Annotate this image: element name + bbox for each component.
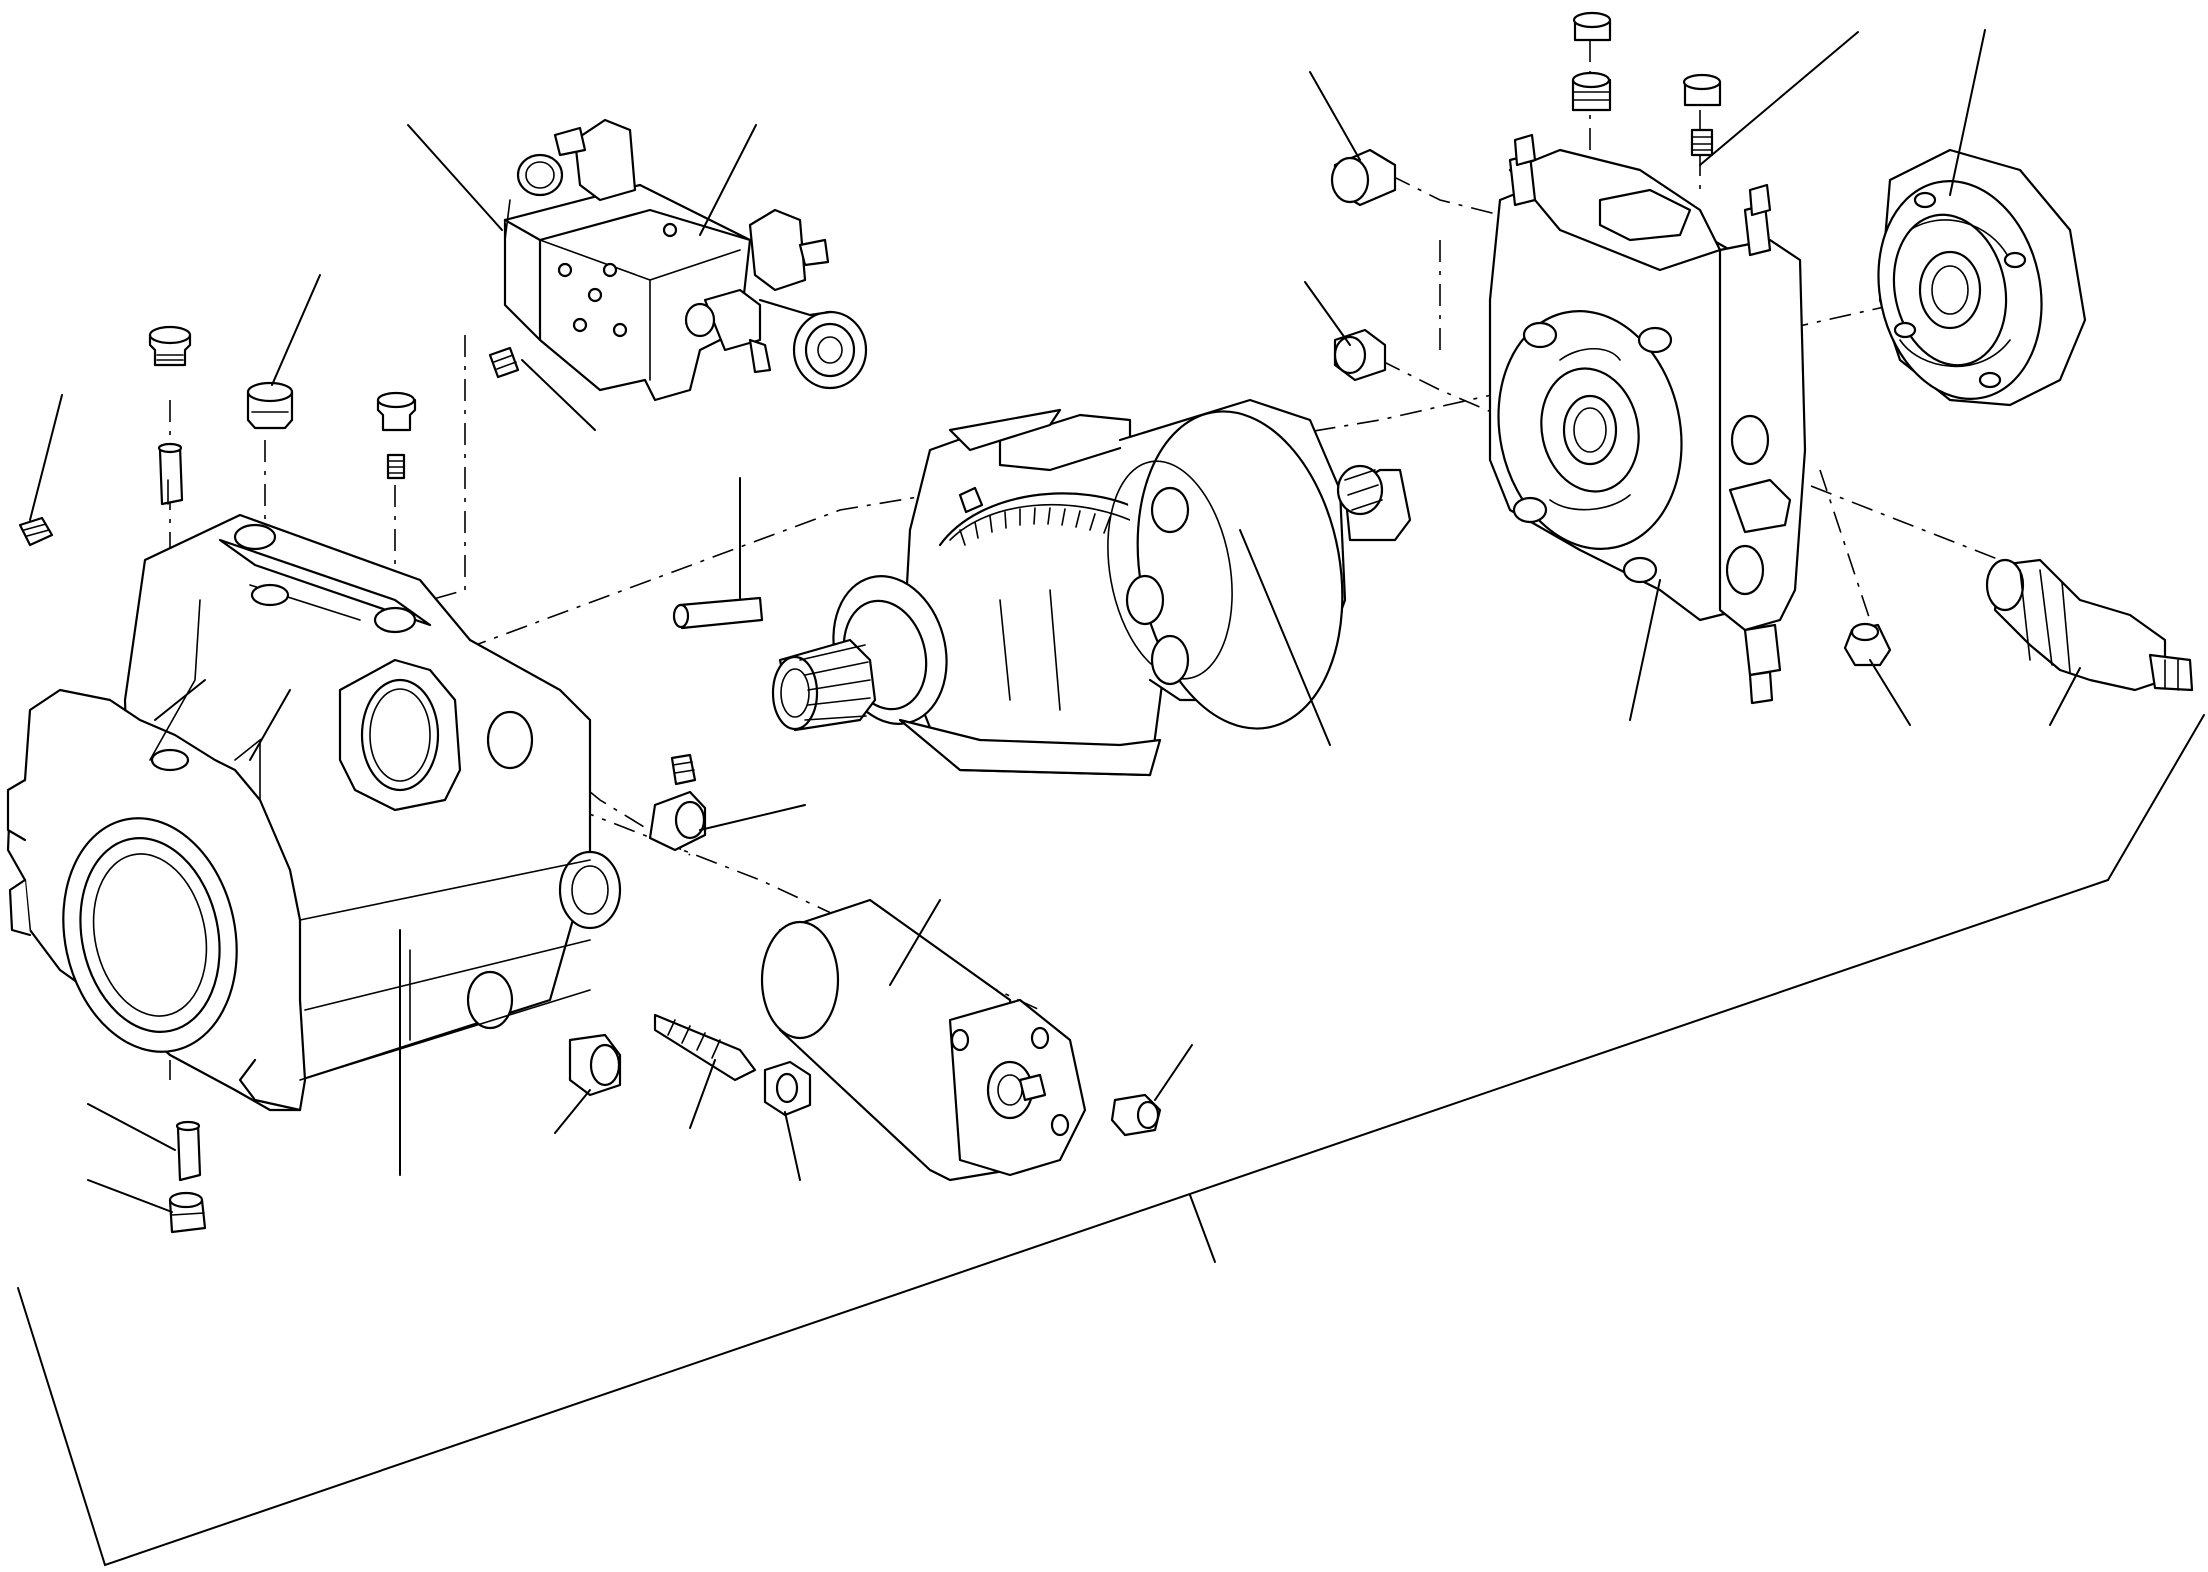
plug-3 <box>376 391 417 432</box>
plug-4 <box>168 1191 207 1234</box>
plug-11 <box>648 790 707 852</box>
charge-pump <box>1877 148 2087 407</box>
port-plate-cover <box>1488 133 1807 705</box>
plug-6 <box>1333 328 1387 382</box>
locknut <box>763 1060 812 1117</box>
servo-piston <box>760 898 1087 1182</box>
dowel-pin-3 <box>672 596 764 630</box>
set-screw-5 <box>670 753 697 786</box>
plug-13 <box>1110 1093 1162 1137</box>
pressure-relief-cartridge <box>1985 558 2194 692</box>
plug-1 <box>148 325 192 367</box>
dowel-pin-2 <box>175 1120 202 1182</box>
plug-7 <box>1572 11 1612 42</box>
plug-5 <box>1330 148 1397 207</box>
plug-12 <box>568 1033 622 1097</box>
control-valve-block <box>503 118 868 402</box>
plug-8 <box>1571 71 1612 112</box>
set-screw-3 <box>488 346 520 379</box>
small-plug-axis <box>1819 469 1881 651</box>
swash-plate-assembly <box>771 398 1412 777</box>
set-screw-1 <box>18 516 54 547</box>
leader-lines <box>29 29 2081 1213</box>
plug-axis-line-1 <box>1389 174 1501 216</box>
assembly-bracket <box>17 714 2205 1567</box>
plug-10 <box>1843 622 1892 667</box>
set-screw-2 <box>386 453 406 480</box>
pump-housing <box>6 513 622 1112</box>
adjusting-screw <box>653 1013 757 1082</box>
relief-axis-line <box>1769 469 2001 561</box>
bracket-leader <box>1189 1194 1216 1263</box>
set-screw-4 <box>1690 128 1714 157</box>
valve-axis-line <box>429 335 466 601</box>
plug-2 <box>246 381 294 430</box>
plug-9 <box>1682 73 1722 107</box>
dowel-pin-1 <box>157 442 184 506</box>
